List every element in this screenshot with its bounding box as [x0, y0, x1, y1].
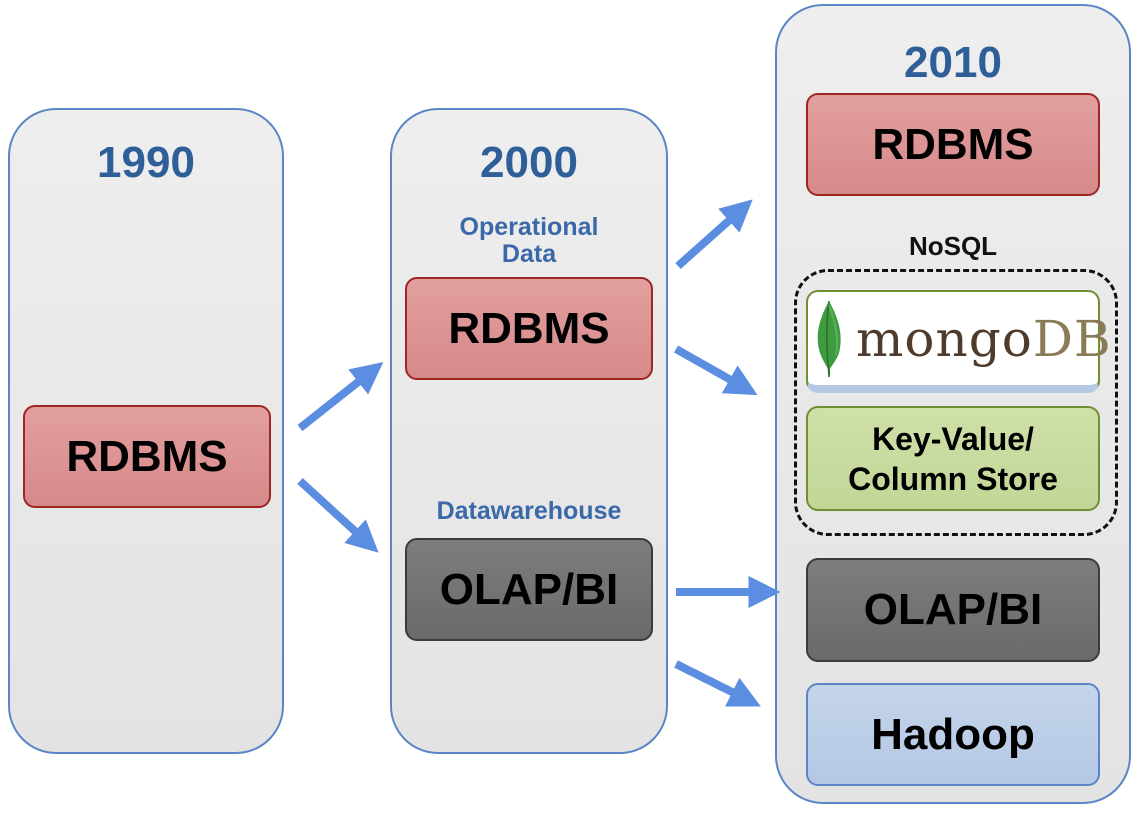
mongodb-logo: mongoDB — [806, 290, 1111, 393]
arrow-1990-to-2000-olap — [297, 478, 379, 553]
olap-bi-2010: OLAP/BI — [806, 558, 1100, 662]
rdbms-2010: RDBMS — [806, 93, 1100, 196]
nosql-group — [794, 269, 1118, 536]
hadoop-2010: Hadoop — [806, 683, 1100, 786]
rdbms-1990: RDBMS — [23, 405, 271, 508]
mongodb-leaf-icon — [817, 300, 841, 377]
key-value-column-store: Key-Value/ Column Store — [806, 406, 1100, 511]
arrow-2000-rdbms-to-2010-nosql — [674, 345, 758, 396]
arrow-2000-olap-to-2010-hadoop — [674, 660, 761, 707]
arrow-2000-rdbms-to-2010-rdbms — [675, 199, 753, 269]
year-2000: 2000 — [480, 138, 578, 187]
nosql-label: NoSQL — [908, 231, 998, 261]
operational-data-label: Operational Data — [459, 213, 599, 268]
column-2010: 2010 RDBMS NoSQL mongoDB Key-Value/ Colu… — [775, 4, 1131, 804]
year-1990: 1990 — [97, 138, 195, 187]
column-2000: 2000 Operational Data RDBMS Datawarehous… — [390, 108, 668, 754]
year-2010: 2010 — [904, 38, 1002, 87]
olap-bi-2000: OLAP/BI — [405, 538, 653, 641]
rdbms-2000: RDBMS — [405, 277, 653, 380]
mongodb-wordmark-db: DB — [1032, 309, 1112, 368]
column-1990: 1990 RDBMS — [8, 108, 284, 754]
arrow-1990-to-2000-rdbms — [297, 362, 384, 432]
mongodb-wordmark: mongoDB — [856, 309, 1112, 368]
datawarehouse-label: Datawarehouse — [436, 497, 622, 525]
